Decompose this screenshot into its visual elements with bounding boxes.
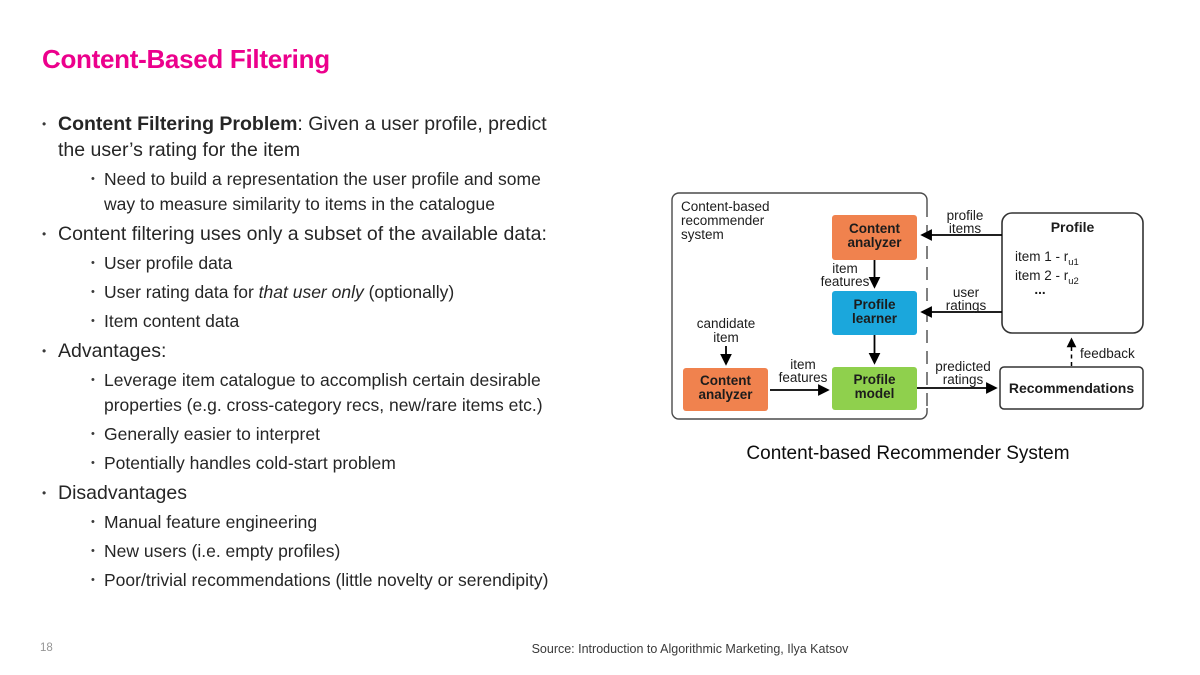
svg-text:model: model <box>855 386 895 401</box>
bullet-list: •Content Filtering Problem: Given a user… <box>42 110 682 597</box>
bullet-item: •Advantages: <box>42 340 167 362</box>
label-candidate-item: candidate item <box>697 316 756 345</box>
svg-text:Content: Content <box>849 221 900 236</box>
source-attribution: Source: Introduction to Algorithmic Mark… <box>531 642 849 656</box>
bullet-dot: • <box>91 173 95 185</box>
bullet-item: •Leverage item catalogue to accomplish c… <box>91 370 543 415</box>
bullet-dot: • <box>91 428 95 440</box>
svg-text:items: items <box>949 221 982 236</box>
bullet-item: •Potentially handles cold-start problem <box>91 451 682 476</box>
label-user-ratings: user ratings <box>946 285 987 313</box>
recommender-system-diagram: Content-based recommender system Content… <box>660 180 1160 432</box>
svg-text:analyzer: analyzer <box>847 235 902 250</box>
bullet-item: •User rating data for that user only (op… <box>91 280 682 305</box>
bullet-dot: • <box>91 257 95 269</box>
svg-text:...: ... <box>1034 282 1045 297</box>
svg-text:Recommendations: Recommendations <box>1009 380 1134 396</box>
svg-text:Profile: Profile <box>853 372 896 387</box>
svg-text:ratings: ratings <box>943 372 984 387</box>
svg-text:recommender: recommender <box>681 213 765 228</box>
svg-text:Profile: Profile <box>853 297 896 312</box>
svg-text:Content-based: Content-based <box>681 199 770 214</box>
svg-text:profile: profile <box>947 208 984 223</box>
svg-text:Profile: Profile <box>1051 219 1095 235</box>
label-feedback: feedback <box>1080 346 1135 361</box>
content-analyzer-bottom-box: Content analyzer <box>683 368 768 411</box>
label-item-features-top: item features <box>821 261 870 289</box>
page-number: 18 <box>40 642 53 654</box>
profile-box: Profile item 1 - ru1 item 2 - ru2 ... <box>1001 212 1144 334</box>
bullet-dot: • <box>91 457 95 469</box>
diagram-caption: Content-based Recommender System <box>746 443 1070 464</box>
bullet-item: •Manual feature engineering <box>91 510 682 535</box>
label-predicted-ratings: predicted ratings <box>935 359 991 387</box>
bullet-item: •User profile data <box>91 251 682 276</box>
svg-text:learner: learner <box>852 311 898 326</box>
bullet-dot: • <box>42 344 47 358</box>
svg-text:analyzer: analyzer <box>698 387 753 402</box>
bullet-item: •Poor/trivial recommendations (little no… <box>91 568 682 593</box>
system-label: Content-based recommender system <box>681 199 770 242</box>
label-profile-items: profile items <box>947 208 984 236</box>
svg-text:item 1 - ru1: item 1 - ru1 <box>1015 249 1079 268</box>
svg-text:candidate: candidate <box>697 316 756 331</box>
bullet-dot: • <box>91 516 95 528</box>
bullet-dot: • <box>91 286 95 298</box>
label-item-features-bottom: item features <box>779 357 828 385</box>
bullet-item: •Content filtering uses only a subset of… <box>42 223 547 245</box>
bullet-dot: • <box>91 315 95 327</box>
bullet-dot: • <box>42 117 47 131</box>
svg-text:item: item <box>790 357 816 372</box>
bullet-item: •Generally easier to interpret <box>91 422 682 447</box>
recommendations-box: Recommendations <box>999 366 1144 410</box>
slide-title: Content-Based Filtering <box>42 44 330 74</box>
bullet-dot: • <box>42 486 47 500</box>
svg-text:ratings: ratings <box>946 298 987 313</box>
svg-text:features: features <box>779 370 828 385</box>
bullet-item: •Content Filtering Problem: Given a user… <box>42 113 547 161</box>
bullet-dot: • <box>91 545 95 557</box>
svg-text:item: item <box>713 330 739 345</box>
bullet-dot: • <box>91 574 95 586</box>
svg-text:Content: Content <box>700 373 751 388</box>
svg-text:item 2 - ru2: item 2 - ru2 <box>1015 268 1079 287</box>
svg-text:predicted: predicted <box>935 359 991 374</box>
bullet-dot: • <box>91 374 95 386</box>
content-analyzer-top-box: Content analyzer <box>832 215 917 260</box>
bullet-item: •Item content data <box>91 309 682 334</box>
profile-model-box: Profile model <box>832 367 917 410</box>
bullet-item: •New users (i.e. empty profiles) <box>91 539 682 564</box>
bullet-dot: • <box>42 227 47 241</box>
bullet-item: •Need to build a representation the user… <box>91 169 541 214</box>
profile-learner-box: Profile learner <box>832 291 917 335</box>
bullet-item: •Disadvantages <box>42 482 187 504</box>
svg-text:features: features <box>821 274 870 289</box>
svg-text:user: user <box>953 285 980 300</box>
svg-text:item: item <box>832 261 858 276</box>
svg-text:system: system <box>681 227 724 242</box>
